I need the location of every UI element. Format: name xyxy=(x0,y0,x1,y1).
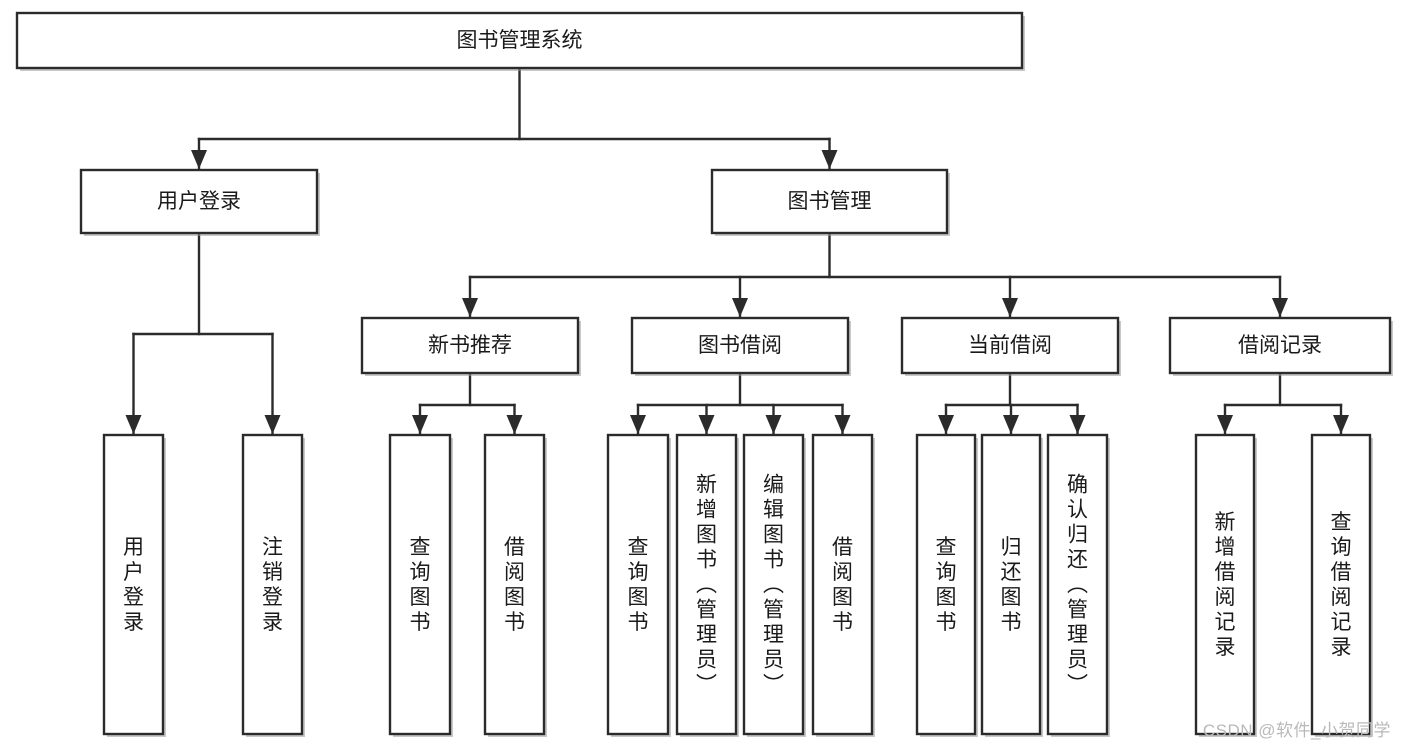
submodule-node-book-borrow[interactable]: 图书借阅 xyxy=(630,316,851,376)
arrow-head-icon xyxy=(1272,298,1288,317)
node-box[interactable] xyxy=(1168,316,1392,375)
function-node-leaf-confirm-return[interactable]: 确认归还︵管理员︶ xyxy=(1046,433,1110,737)
connector-layer xyxy=(125,66,1349,436)
arrow-head-icon xyxy=(462,298,478,317)
function-node-leaf-borrow-book-rec[interactable]: 借阅图书 xyxy=(483,433,547,737)
submodule-node-borrow-records[interactable]: 借阅记录 xyxy=(1168,316,1393,376)
node-label: 注销登录 xyxy=(262,536,283,634)
node-box[interactable] xyxy=(360,316,580,375)
arrow-head-icon xyxy=(125,415,142,434)
node-label: 当前借阅 xyxy=(968,334,1052,357)
arrow-head-icon xyxy=(698,415,715,434)
arrow-head-icon xyxy=(938,415,954,434)
arrow-head-icon xyxy=(506,415,523,434)
node-box[interactable] xyxy=(915,433,977,736)
node-label: 查询图书 xyxy=(936,536,957,634)
arrow-head-icon xyxy=(630,415,646,434)
submodule-node-current-borrow[interactable]: 当前借阅 xyxy=(900,316,1121,376)
node-label: 图书管理系统 xyxy=(457,29,583,52)
node-label: 用户登录 xyxy=(157,190,241,213)
node-label: 借阅图书 xyxy=(504,536,525,634)
edge-group-book-management xyxy=(462,231,1288,319)
arrow-head-icon xyxy=(1217,415,1233,434)
root-node-root[interactable]: 图书管理系统 xyxy=(15,11,1025,71)
node-box[interactable] xyxy=(241,433,304,736)
edge-group-borrow-records xyxy=(1217,371,1349,436)
node-box[interactable] xyxy=(15,11,1024,70)
function-node-leaf-borrow-book[interactable]: 借阅图书 xyxy=(811,433,875,737)
node-label: 用户登录 xyxy=(123,536,144,634)
node-box[interactable] xyxy=(710,168,949,235)
node-label: 编辑图书︵管理员︶ xyxy=(763,474,784,697)
function-node-leaf-query-book-borrow[interactable]: 查询图书 xyxy=(606,433,671,737)
node-box[interactable] xyxy=(900,316,1120,375)
node-box[interactable] xyxy=(811,433,874,736)
function-node-leaf-user-login[interactable]: 用户登录 xyxy=(102,433,166,737)
edge-group-user-login xyxy=(125,231,281,436)
node-box[interactable] xyxy=(1310,433,1372,736)
node-box[interactable] xyxy=(980,433,1042,736)
function-node-leaf-add-borrow-record[interactable]: 新增借阅记录 xyxy=(1194,433,1257,737)
node-label: 查询借阅记录 xyxy=(1331,511,1352,659)
arrow-head-icon xyxy=(264,415,281,434)
node-box[interactable] xyxy=(742,433,805,736)
node-box[interactable] xyxy=(483,433,546,736)
node-box[interactable] xyxy=(630,316,850,375)
node-box[interactable] xyxy=(606,433,670,736)
edge-group-book-borrow xyxy=(630,371,851,436)
arrow-head-icon xyxy=(412,415,428,434)
arrow-head-icon xyxy=(1003,415,1019,434)
node-label: 图书借阅 xyxy=(698,334,782,357)
edge-group-current-borrow xyxy=(938,371,1086,436)
module-node-user-login[interactable]: 用户登录 xyxy=(79,168,320,236)
function-node-leaf-query-borrow-record[interactable]: 查询借阅记录 xyxy=(1310,433,1373,737)
arrow-head-icon xyxy=(732,298,748,317)
node-label: 图书管理 xyxy=(788,190,872,213)
node-label: 新增图书︵管理员︶ xyxy=(696,474,717,697)
node-label: 新书推荐 xyxy=(428,334,512,357)
edge-group-new-book-recommend xyxy=(412,371,523,436)
arrow-head-icon xyxy=(1002,298,1018,317)
arrow-head-icon xyxy=(1069,415,1086,434)
node-box[interactable] xyxy=(79,168,319,235)
function-node-leaf-return-book[interactable]: 归还图书 xyxy=(980,433,1043,737)
node-label: 借阅记录 xyxy=(1238,334,1322,357)
edge-group-root xyxy=(191,66,838,171)
node-label: 借阅图书 xyxy=(832,536,853,634)
node-box[interactable] xyxy=(1046,433,1109,736)
function-node-leaf-add-book[interactable]: 新增图书︵管理员︶ xyxy=(675,433,739,737)
arrow-head-icon xyxy=(765,415,782,434)
function-node-leaf-user-logout[interactable]: 注销登录 xyxy=(241,433,305,737)
watermark-text: CSDN @软件_小贺同学 xyxy=(1202,721,1391,740)
node-label: 确认归还︵管理员︶ xyxy=(1067,474,1088,697)
function-node-leaf-edit-book[interactable]: 编辑图书︵管理员︶ xyxy=(742,433,806,737)
node-label: 归还图书 xyxy=(1001,536,1022,634)
submodule-node-new-book-recommend[interactable]: 新书推荐 xyxy=(360,316,581,376)
arrow-head-icon xyxy=(821,150,838,169)
node-box[interactable] xyxy=(675,433,738,736)
node-label: 新增借阅记录 xyxy=(1215,511,1236,659)
node-box[interactable] xyxy=(102,433,165,736)
arrow-head-icon xyxy=(191,150,207,169)
node-layer: 图书管理系统用户登录图书管理新书推荐图书借阅当前借阅借阅记录用户登录注销登录查询… xyxy=(15,11,1393,737)
node-label: 查询图书 xyxy=(410,536,431,634)
function-node-leaf-query-book-current[interactable]: 查询图书 xyxy=(915,433,978,737)
function-node-leaf-query-book-rec[interactable]: 查询图书 xyxy=(388,433,453,737)
arrow-head-icon xyxy=(834,415,851,434)
node-label: 查询图书 xyxy=(628,536,649,634)
node-box[interactable] xyxy=(1194,433,1256,736)
arrow-head-icon xyxy=(1333,415,1349,434)
node-box[interactable] xyxy=(388,433,452,736)
module-node-book-management[interactable]: 图书管理 xyxy=(710,168,950,236)
